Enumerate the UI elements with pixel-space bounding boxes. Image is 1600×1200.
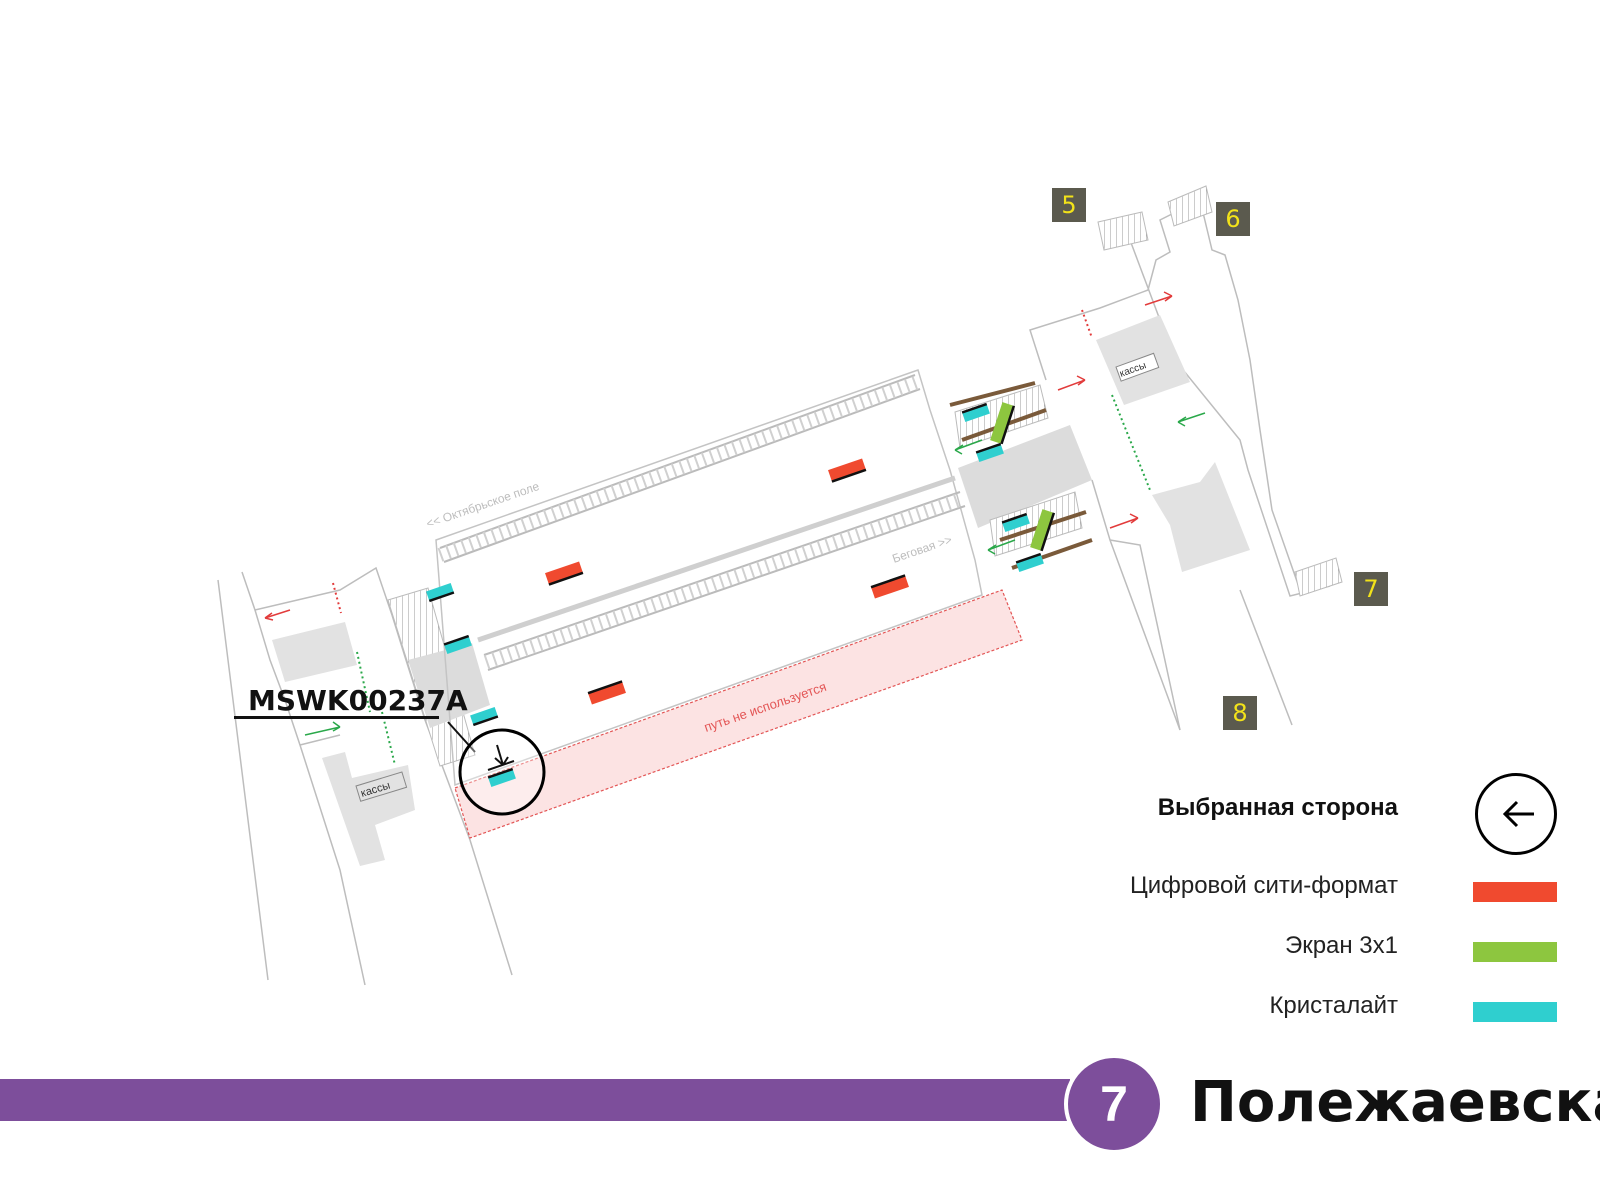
- metro-line-number-badge: 7: [1064, 1054, 1164, 1154]
- exit-8-badge: 8: [1223, 696, 1257, 730]
- unused-track-zone: [454, 589, 1023, 839]
- arrow-left-icon: [1502, 800, 1534, 828]
- track-lower: [483, 491, 966, 671]
- legend-item-crystalight: Кристалайт: [1269, 992, 1398, 1019]
- digital-city-format-placements: [545, 458, 909, 705]
- screen-3x1-2: [1030, 509, 1056, 552]
- right-exit-stairs: [1097, 185, 1343, 597]
- direction-right-label: Беговая >>: [890, 532, 953, 565]
- left-stairs: [387, 587, 490, 767]
- ticket-office-box-left: [355, 771, 408, 802]
- platform-center-line: [477, 475, 956, 643]
- placement-code-label: MSWK00237A: [248, 684, 468, 717]
- city-format-2: [545, 561, 584, 586]
- legend-item-screen-3x1: Экран 3х1: [1284, 932, 1398, 959]
- left-turnstiles: [332, 582, 396, 766]
- legend-swatch-screen-3x1: [1473, 942, 1557, 962]
- legend-swatch-digital-city-format: [1473, 882, 1557, 902]
- legend-item-digital-city-format: Цифровой сити-формат: [1129, 872, 1398, 899]
- metro-line-bar: [0, 1079, 1070, 1121]
- city-format-4: [587, 680, 626, 705]
- right-turnstiles: [1081, 309, 1151, 491]
- screen-3x1-placements: [990, 402, 1056, 552]
- platform: [435, 369, 983, 787]
- track-upper: [437, 374, 921, 563]
- station-name: Полежаевская: [1190, 1070, 1600, 1135]
- city-format-1: [828, 458, 867, 483]
- placement-code-underline: [234, 716, 439, 719]
- left-vestibule-blocks: [272, 622, 415, 866]
- exit-5-badge: 5: [1052, 188, 1086, 222]
- left-flow-arrows: [264, 609, 341, 736]
- screen-3x1-1: [990, 402, 1016, 445]
- left-vestibule: [217, 566, 513, 986]
- exit-6-badge: 6: [1216, 202, 1250, 236]
- selected-side-icon: [1475, 773, 1557, 855]
- right-flow-arrows: [954, 291, 1206, 555]
- ticket-office-box-right: [1115, 352, 1160, 382]
- legend-swatch-crystalight: [1473, 1002, 1557, 1022]
- right-hall-block: [958, 425, 1092, 528]
- right-vestibule-blocks: [1096, 315, 1250, 572]
- city-format-3: [870, 574, 909, 599]
- crystalight-placements: [426, 402, 1044, 727]
- selected-placement-marker: [447, 721, 546, 816]
- legend-selected-side-label: Выбранная сторона: [1157, 794, 1398, 821]
- exit-7-badge: 7: [1354, 572, 1388, 606]
